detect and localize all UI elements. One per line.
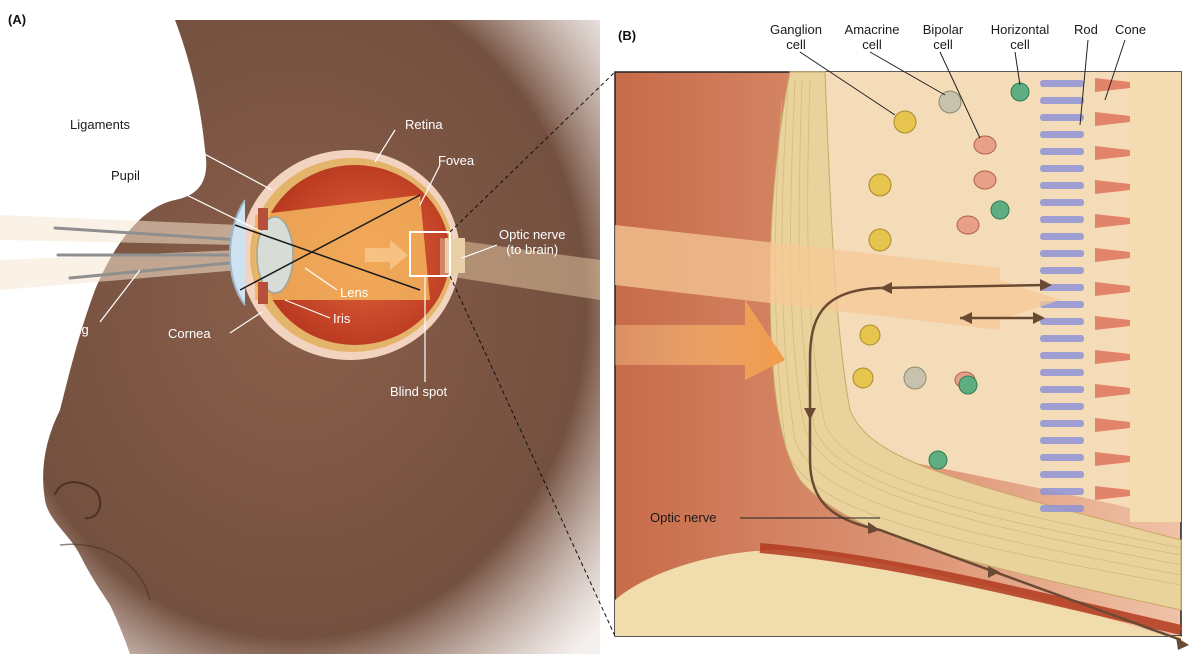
rod-cell: [1040, 369, 1084, 376]
rod-cell: [1040, 216, 1084, 223]
rod-cell: [1040, 199, 1084, 206]
rod-cell: [1040, 148, 1084, 155]
rod-cell: [1040, 165, 1084, 172]
label-rod: Rod: [1074, 22, 1098, 37]
label-amacrine-cell: Amacrine cell: [832, 22, 912, 52]
label-blind-spot: Blind spot: [390, 384, 447, 399]
label-fovea: Fovea: [438, 153, 474, 168]
label-pupil: Pupil: [111, 168, 140, 183]
label-incoming-light: Incoming light: [36, 322, 89, 352]
rod-cell: [1040, 335, 1084, 342]
label-optic-nerve-a: Optic nerve (to brain): [499, 227, 565, 257]
label-ganglion-cell: Ganglion cell: [756, 22, 836, 52]
panel-a: [0, 20, 600, 654]
label-ligaments: Ligaments: [70, 117, 130, 132]
rod-cell: [1040, 97, 1084, 104]
panel-b-tag: (B): [618, 28, 636, 43]
rod-cell: [1040, 318, 1084, 325]
rod-cell: [1040, 386, 1084, 393]
rod-cell: [1040, 437, 1084, 444]
rod-cell: [1040, 80, 1084, 87]
rod-cell: [1040, 267, 1084, 274]
photoreceptor-layer: [1130, 72, 1181, 522]
rod-cell: [1040, 488, 1084, 495]
label-optic-nerve-b: Optic nerve: [650, 510, 716, 525]
rod-cell: [1040, 471, 1084, 478]
panel-b: [615, 40, 1189, 650]
label-horizontal-cell: Horizontal cell: [978, 22, 1062, 52]
label-lens: Lens: [340, 285, 368, 300]
label-bipolar-cell: Bipolar cell: [908, 22, 978, 52]
panel-a-tag: (A): [8, 12, 26, 27]
label-retina: Retina: [405, 117, 443, 132]
rod-cell: [1040, 403, 1084, 410]
rod-cell: [1040, 505, 1084, 512]
rod-cell: [1040, 352, 1084, 359]
label-iris: Iris: [333, 311, 350, 326]
rod-cell: [1040, 420, 1084, 427]
iris-top: [258, 208, 268, 230]
rod-cell: [1040, 182, 1084, 189]
label-cornea: Cornea: [168, 326, 211, 341]
rod-cell: [1040, 454, 1084, 461]
rod-cell: [1040, 233, 1084, 240]
iris-bottom: [258, 282, 268, 304]
label-cone: Cone: [1115, 22, 1146, 37]
rod-cell: [1040, 131, 1084, 138]
rod-cell: [1040, 250, 1084, 257]
rod-cell: [1040, 114, 1084, 121]
